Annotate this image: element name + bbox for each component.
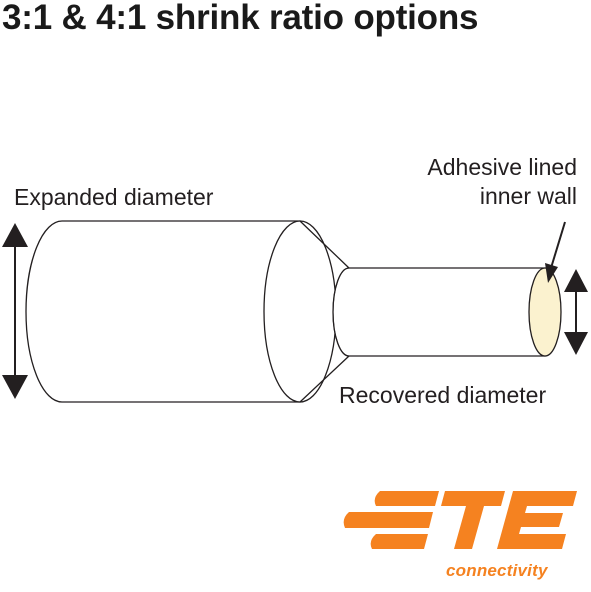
expanded-diameter-arrow — [2, 223, 28, 399]
page-title: 3:1 & 4:1 shrink ratio options — [2, 0, 479, 37]
adhesive-lined-label: Adhesive lined inner wall — [427, 153, 577, 211]
adhesive-label-line2: inner wall — [479, 182, 577, 209]
recovered-diameter-arrow — [564, 269, 588, 355]
adhesive-pointer-arrow — [545, 221, 566, 283]
te-logo-tagline: connectivity — [446, 561, 548, 580]
recovered-diameter-label: Recovered diameter — [339, 382, 547, 408]
expanded-tube-end — [263, 220, 337, 403]
expanded-tube-body — [25, 220, 301, 403]
recovered-tube-inner-edge — [332, 267, 350, 357]
te-logo-mark — [343, 491, 577, 549]
recovered-tube-body — [332, 267, 546, 357]
expanded-diameter-label: Expanded diameter — [14, 184, 214, 210]
adhesive-label-line1: Adhesive lined — [427, 154, 577, 180]
adhesive-inner-wall — [528, 267, 562, 357]
tube-taper — [299, 220, 350, 403]
